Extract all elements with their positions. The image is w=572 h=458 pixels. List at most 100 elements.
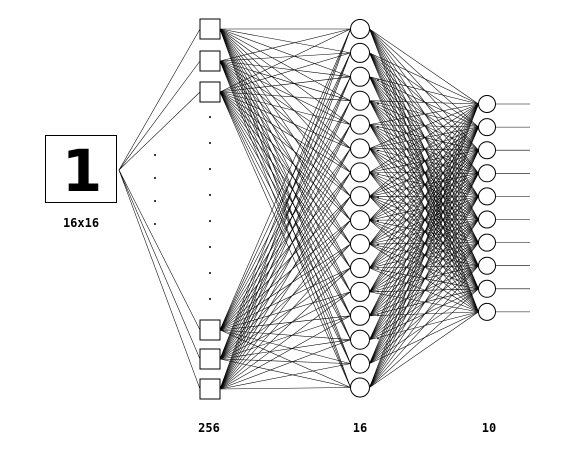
layer3-circle-node (478, 256, 496, 275)
layer1-ellipsis-dot (209, 168, 211, 170)
layer2-dot (377, 102, 379, 105)
layer2-circle-node (350, 329, 370, 350)
layer1-to-layer2-line (219, 28, 351, 331)
layer1-to-layer2-line (219, 76, 351, 331)
layer1-to-layer2-line (219, 124, 351, 390)
layer1-to-layer2-line (219, 60, 351, 125)
layer2-to-layer3-line (369, 219, 479, 221)
layer1-to-layer2-line (219, 315, 351, 390)
layer2-to-layer3-line (369, 126, 479, 173)
layer2-circle-node (350, 138, 370, 159)
layer2-dot (377, 79, 379, 81)
layer2-to-layer3-line (369, 150, 479, 388)
layer2-circle-node (350, 162, 370, 183)
layer2-to-layer3-line (369, 124, 479, 174)
input-fan-dot (154, 177, 156, 179)
layer1-to-layer2-line (219, 60, 351, 388)
layer2-to-layer3-line (369, 124, 479, 128)
layer1-to-layer2-line (219, 60, 351, 340)
layer2-to-layer3-line (369, 172, 479, 174)
layer1-to-layer2-line (219, 52, 351, 390)
layer2-to-layer3-line (369, 242, 479, 388)
input-size-label: 16x16 (62, 216, 100, 230)
layer3-circle-node (478, 141, 496, 160)
layer2-dot (377, 314, 379, 316)
layer1-to-layer2-line (219, 60, 351, 221)
layer2-to-layer3-line (369, 311, 479, 388)
layer2-to-layer3-line (369, 52, 479, 151)
layer1-to-layer2-line (219, 196, 351, 390)
layer2-to-layer3-line (369, 76, 479, 128)
layer1-to-layer2-line (219, 60, 351, 197)
layer2-to-layer3-line (369, 100, 479, 243)
layer2-to-layer3-line (369, 172, 479, 266)
layer2-to-layer3-line (369, 291, 479, 313)
layer2-dot (377, 243, 379, 246)
layer2-to-layer3-line (369, 148, 479, 243)
layer2-circle-node (350, 186, 370, 207)
layer2-to-layer3-line (369, 126, 479, 149)
layer1-to-layer2-line (219, 76, 351, 360)
layer2-to-layer3-line (369, 196, 479, 243)
layer2-dot (377, 149, 379, 152)
layer2-to-layer3-line (369, 242, 479, 269)
layer2-dot (377, 126, 379, 128)
layer2-circle-node (350, 90, 370, 111)
layer2-to-layer3-line (369, 76, 479, 105)
layer1-to-layer2-line (219, 28, 351, 54)
layer2-to-layer3-line (369, 76, 479, 174)
layer2-to-layer3-line (369, 148, 479, 289)
layer2-to-layer3-line (369, 196, 479, 290)
layer2-to-layer3-line (369, 103, 479, 125)
layer1-to-layer2-line (219, 172, 351, 390)
layer2-to-layer3-line (369, 149, 479, 197)
layer1-to-layer2-line (219, 52, 351, 331)
layer1-to-layer2-line (219, 60, 351, 78)
layer2-to-layer3-line (369, 103, 479, 293)
layer2-to-layer3-line (369, 103, 479, 340)
layer1-to-layer2-line (219, 363, 351, 390)
layer2-to-layer3-line (369, 243, 479, 266)
layer3-circle-node (478, 302, 496, 321)
layer2-to-layer3-line (369, 52, 479, 105)
layer2-to-layer3-line (369, 219, 479, 243)
layer1-ellipsis-dot (209, 246, 211, 248)
layer1-to-layer2-line (219, 148, 351, 331)
layer2-to-layer3-line (369, 219, 479, 290)
layer2-to-layer3-line (369, 288, 479, 293)
layer2-to-layer3-line (369, 52, 479, 174)
layer1-to-layer2-line (219, 148, 351, 360)
input-to-layer1-line (118, 28, 201, 171)
layer2-to-layer3-line (369, 124, 479, 197)
layer1-to-layer2-line (219, 196, 351, 360)
layer2-to-layer3-line (369, 243, 479, 290)
layer1-to-layer2-line (219, 28, 351, 78)
layer1-to-layer2-line (219, 339, 351, 390)
layer1-to-layer2-line (219, 60, 351, 149)
layer2-to-layer3-line (369, 173, 479, 197)
layer1-to-layer2-line (219, 315, 351, 360)
layer1-to-layer2-line (219, 291, 351, 390)
layer1-ellipsis-dot (209, 272, 211, 274)
layer2-circle-node (350, 305, 370, 326)
layer2-to-layer3-line (369, 103, 479, 245)
layer2-to-layer3-line (369, 173, 479, 221)
layer2-circle-node (350, 281, 370, 302)
layer2-to-layer3-line (369, 196, 479, 245)
layer2-circle-node (350, 258, 370, 278)
layer2-to-layer3-line (369, 196, 479, 266)
layer-3-count-label: 10 (481, 421, 497, 435)
layer2-to-layer3-line (369, 103, 479, 173)
layer3-circle-node (478, 279, 496, 298)
layer1-to-layer2-line (219, 60, 351, 364)
input-fan-dot (154, 200, 156, 202)
layer2-to-layer3-line (369, 148, 479, 266)
layer1-to-layer2-line (219, 220, 351, 360)
layer1-to-layer2-line (219, 358, 351, 388)
layer2-dot (377, 267, 379, 269)
layer2-to-layer3-line (369, 288, 479, 317)
layer1-to-layer2-line (219, 291, 351, 360)
layer2-to-layer3-line (369, 28, 479, 151)
input-image-box: 1 (45, 135, 117, 205)
layer2-dot (377, 220, 379, 222)
